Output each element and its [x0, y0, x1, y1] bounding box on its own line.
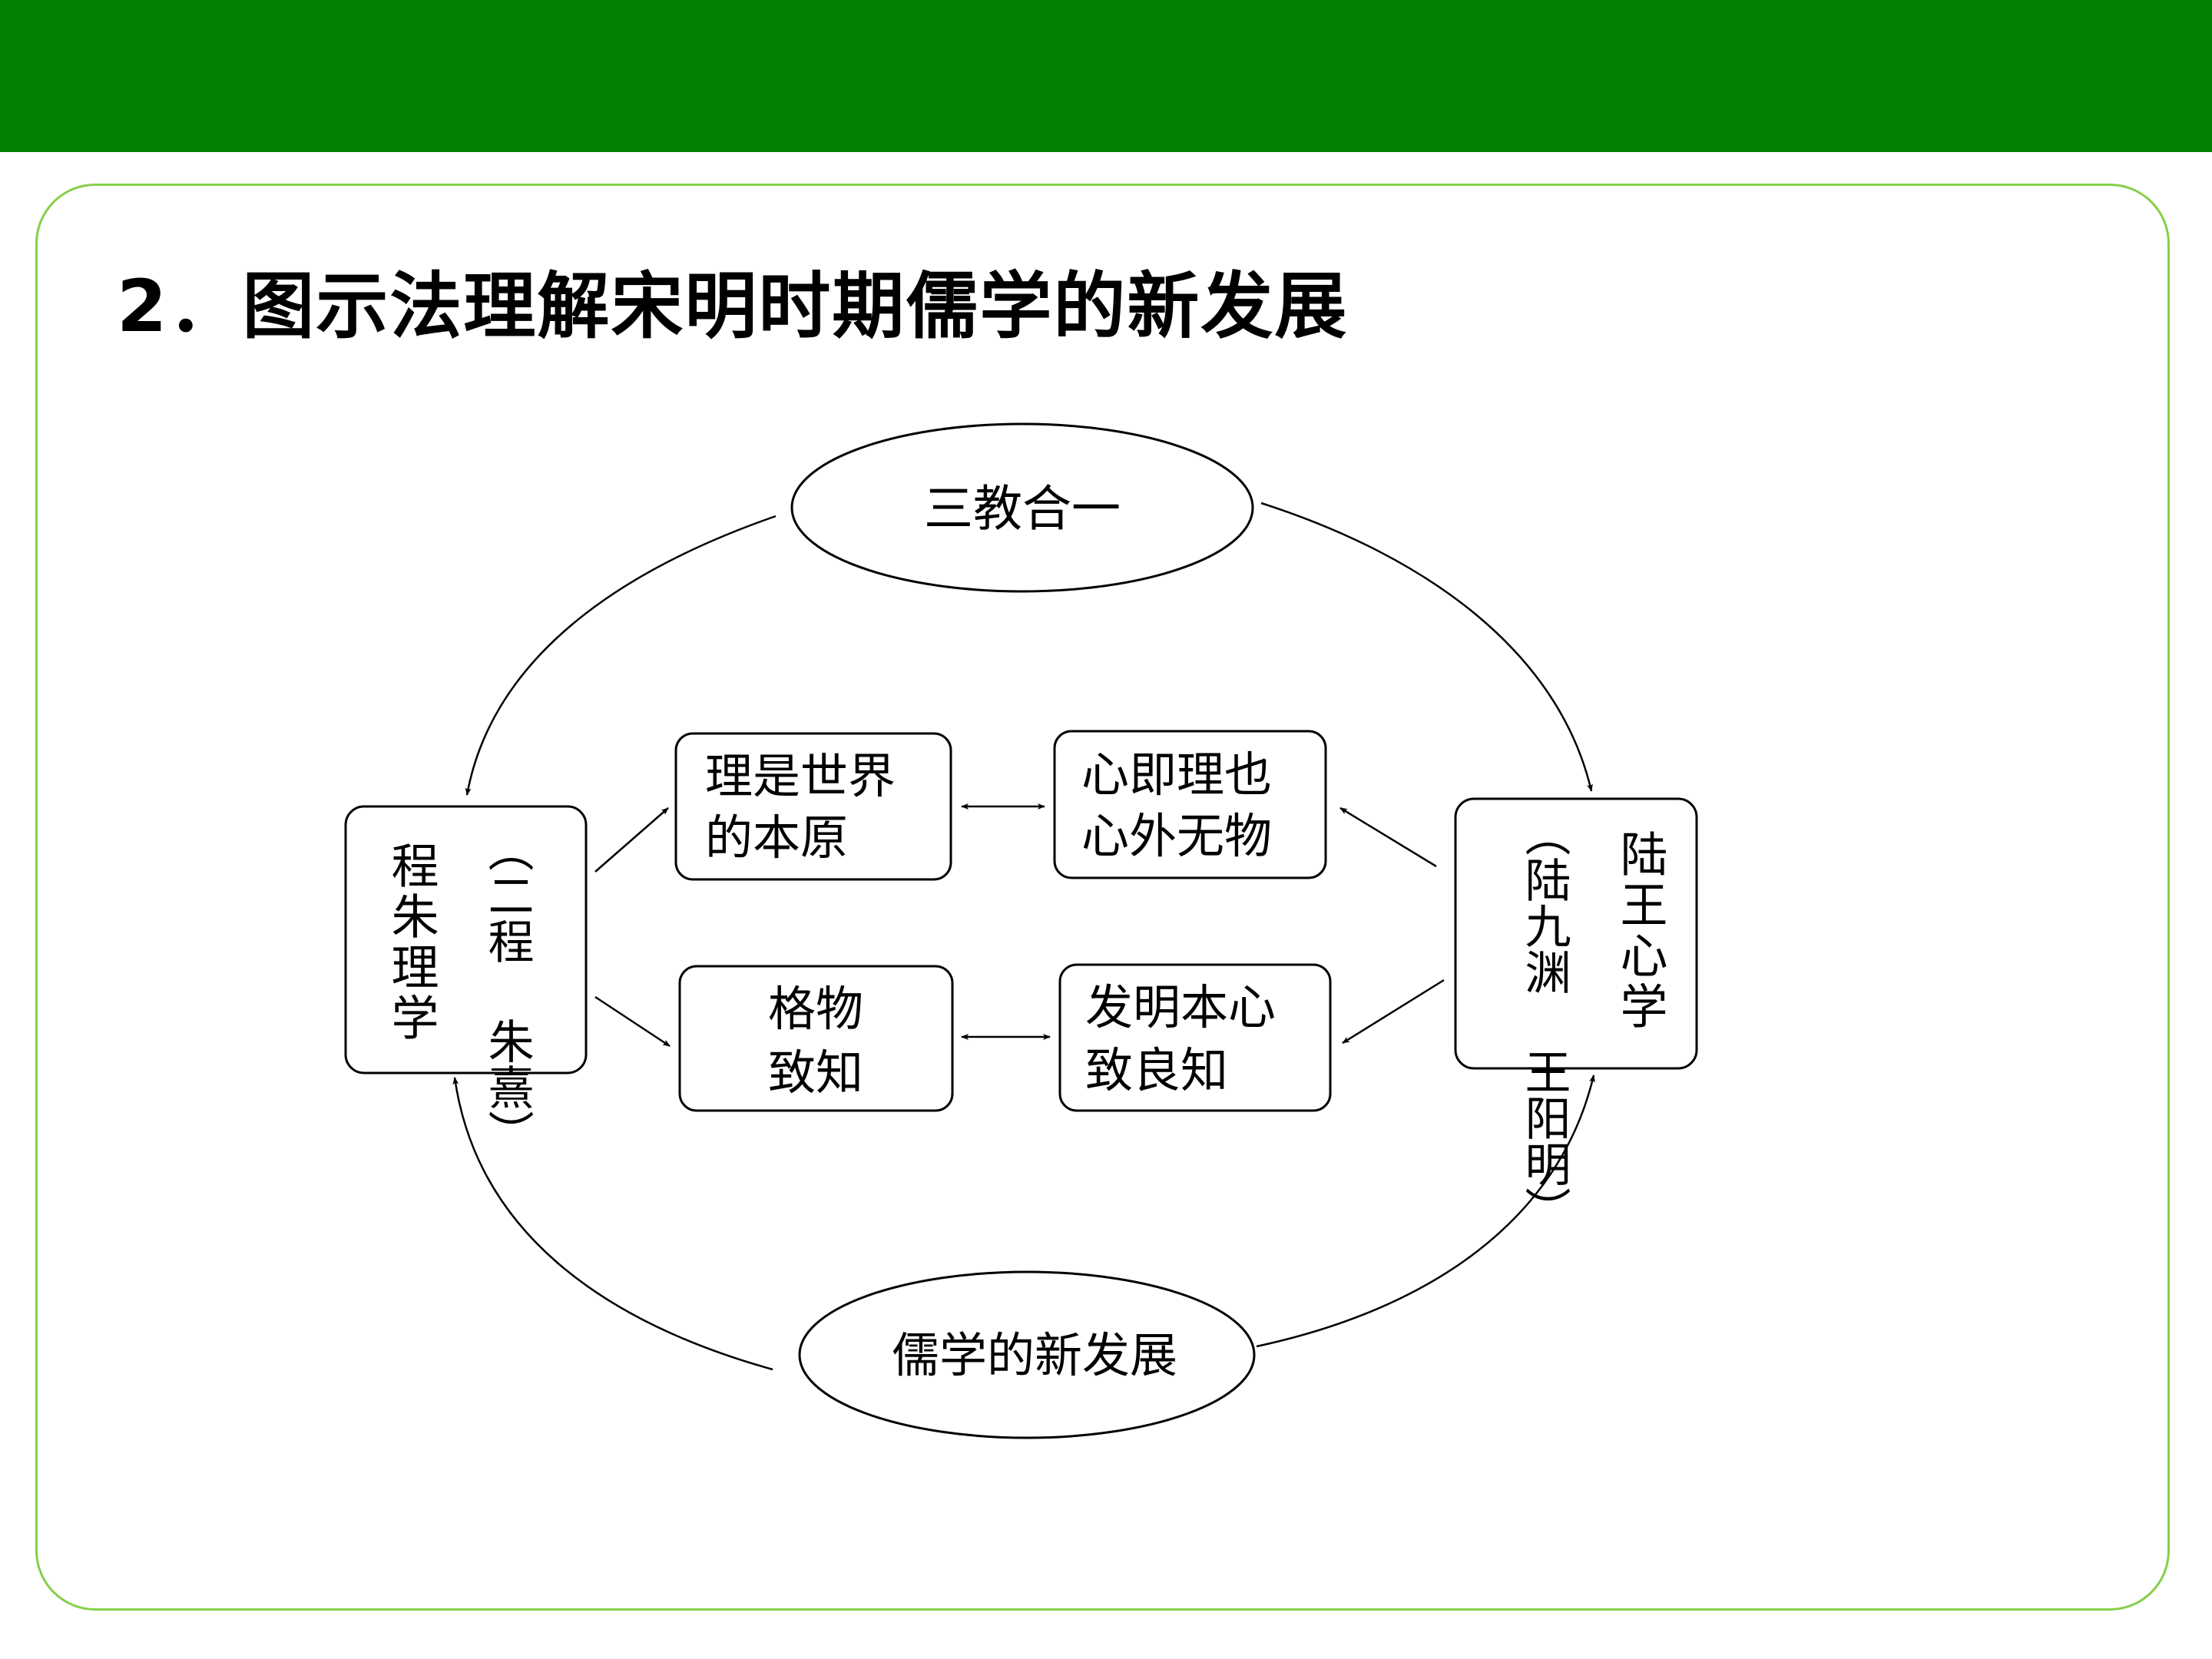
page-title: 2．图示法理解宋明时期儒学的新发展 [117, 265, 1349, 349]
box-li-origin-line1: 理是世界 [705, 748, 896, 804]
right-box-luwang: 陆王心学 （陆九渊 王阳明） [1454, 797, 1698, 1233]
right-box-title: 陆王心学 [1612, 830, 1668, 1032]
left-box-title: 程朱理学 [383, 841, 439, 1044]
arc-bottom-left [452, 1077, 773, 1371]
box-xin-li-line1: 心即理也 [1081, 747, 1272, 803]
arc-top-right [1260, 502, 1593, 792]
box-gewu: 格物 致知 [678, 965, 954, 1112]
left-box-note: （二程 朱熹） [480, 826, 534, 1156]
connectors [594, 803, 1445, 1048]
box-faming-line2: 致良知 [1085, 1042, 1228, 1098]
cycle-arcs [452, 502, 1595, 1371]
arc-top-left [465, 515, 777, 796]
top-ellipse-label: 三教合一 [924, 482, 1121, 538]
box-li-origin-line2: 的本原 [705, 810, 848, 866]
box-li-origin: 理是世界 的本原 [674, 732, 952, 881]
arrow-right-to-xinli [1339, 806, 1437, 868]
header-bar [0, 0, 2212, 152]
content-frame [35, 184, 2170, 1611]
box-gewu-line1: 格物 [768, 981, 863, 1037]
bottom-ellipse-label: 儒学的新发展 [892, 1327, 1177, 1383]
box-faming: 发明本心 致良知 [1058, 963, 1332, 1112]
box-faming-line1: 发明本心 [1085, 979, 1276, 1035]
arrow-right-to-faming [1342, 979, 1445, 1045]
left-box-chengzhu: 程朱理学 （二程 朱熹） [344, 805, 588, 1156]
bottom-ellipse: 儒学的新发展 [798, 1270, 1256, 1439]
right-box-note: （陆九渊 王阳明） [1517, 810, 1571, 1233]
top-ellipse: 三教合一 [790, 422, 1254, 593]
box-xin-li-line2: 心外无物 [1081, 808, 1272, 864]
arrow-left-to-li [594, 807, 669, 873]
arc-bottom-right [1256, 1075, 1595, 1348]
box-xin-li: 心即理也 心外无物 [1053, 730, 1327, 879]
arrow-left-to-gewu [594, 995, 671, 1048]
box-gewu-line2: 致知 [768, 1045, 863, 1101]
